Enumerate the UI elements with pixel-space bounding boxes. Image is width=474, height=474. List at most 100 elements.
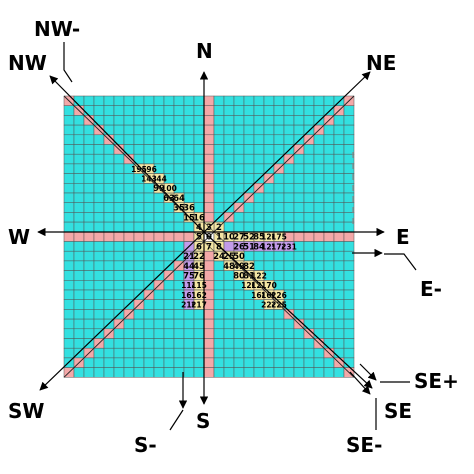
grid-cell [83,328,95,339]
grid-cell [143,299,155,310]
grid-cell [113,202,125,213]
grid-cell [123,202,135,213]
grid-cell [293,221,305,233]
cell-number: 2 [216,223,222,233]
grid-cell [263,105,275,116]
cell-number: 27 [233,233,245,243]
grid-cell [223,183,235,194]
arrow-southwest [39,231,205,391]
grid-cell [253,250,265,262]
grid-cell [193,95,205,106]
grid-cell [313,318,325,330]
grid-cell [213,318,225,330]
grid-cell [313,231,325,242]
grid-cell [83,357,95,368]
grid-cell [303,163,315,174]
grid-cell [253,328,265,339]
grid-cell [303,318,315,330]
grid-cell [223,105,235,116]
label-NW-minus: NW- [34,17,80,41]
grid-cell [143,202,155,213]
cell-number: 0 [206,233,212,243]
grid-cell [293,289,305,300]
grid-cell [143,309,155,320]
grid-cell [173,124,185,136]
cell-number: 122 [251,271,267,280]
grid-cell [113,231,125,242]
grid-cell [133,183,145,194]
grid-cell [103,299,115,310]
cell-number: 51 [243,242,255,252]
grid-cell [313,192,325,203]
grid-cell [153,153,165,165]
grid-cell [193,338,205,349]
grid-cell [73,299,85,310]
grid-cell [133,231,145,242]
grid-cell [273,318,285,330]
grid-cell [213,134,225,145]
grid-cell [233,357,245,368]
grid-cell [103,357,115,368]
grid-cell [63,163,75,174]
grid-cell [93,231,105,242]
grid-cell [173,241,185,252]
grid-cell [163,134,175,145]
cell-number: 81 [243,271,255,281]
grid-cell [313,173,325,184]
grid-cell [323,309,335,320]
grid-cell [113,105,125,116]
grid-cell [123,318,135,330]
grid-cell [213,280,225,291]
grid-cell [83,124,95,136]
grid-cell [73,260,85,271]
grid-cell [93,173,105,184]
grid-cell [83,183,95,194]
grid-cell [183,357,195,368]
grid-cell [283,95,295,106]
grid-cell [213,328,225,339]
grid-cell [73,192,85,203]
grid-cell [253,357,265,368]
grid-cell [83,202,95,213]
grid-cell [243,124,255,136]
grid-cell [143,260,155,271]
cell-number: 21 [183,252,195,262]
grid-cell [323,105,335,116]
cell-number: 115 [191,281,207,290]
label-NE: NE [366,51,396,75]
arrow-northeast [203,71,371,233]
grid-cell [73,367,85,378]
grid-cell [263,202,275,213]
grid-cell [193,367,205,378]
grid-cell [123,134,135,145]
grid-cell [343,231,355,242]
grid-cell [193,124,205,136]
grid-cell [333,347,345,359]
arrow-southeast [203,231,373,389]
grid-cell [93,289,105,300]
grid-cell [193,309,205,320]
grid-cell [333,153,345,165]
grid-cell [293,95,305,106]
grid-cell [63,241,75,252]
grid-cell [183,338,195,349]
cell-number: 48 [223,262,235,272]
grid-cell [343,115,355,126]
cell-number: 226 [271,291,287,300]
grid-cell [243,95,255,106]
grid-cell [163,250,175,262]
grid-cell [183,309,195,320]
grid-cell [63,212,75,223]
grid-cell [203,95,215,106]
grid-cell [323,328,335,339]
grid-cell [173,318,185,330]
grid-cell [283,105,295,116]
grid-cell [103,173,115,184]
grid-cell [273,260,285,271]
cell-number: 25 [223,252,235,262]
grid-cell [283,318,295,330]
grid-cell [183,221,195,233]
grid-cell [333,212,345,223]
cell-number: 125 [261,242,277,251]
grid-cell [313,299,325,310]
